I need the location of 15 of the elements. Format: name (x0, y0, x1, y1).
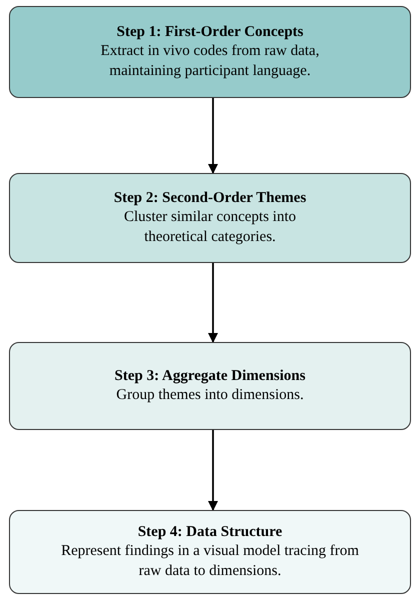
step-description: Group themes into dimensions. (116, 386, 304, 405)
step-title: Step 1: First-Order Concepts (116, 22, 304, 42)
step-box (9, 6, 411, 98)
step-title: Step 4: Data Structure (138, 522, 282, 542)
arrow (208, 430, 218, 511)
arrow (208, 263, 218, 343)
step-description: Extract in vivo codes from raw data, maintaining participant language. (100, 42, 320, 81)
step-description: Cluster similar concepts into theoretical categories. (122, 208, 298, 247)
step-box (9, 173, 411, 263)
step-title: Step 2: Second-Order Themes (114, 188, 306, 208)
step-box (9, 342, 411, 430)
step-description: Represent findings in a visual model tracing from raw data to dimensions. (60, 542, 360, 581)
arrow (208, 98, 218, 174)
step-box (9, 510, 411, 594)
step-title: Step 3: Aggregate Dimensions (114, 366, 306, 386)
